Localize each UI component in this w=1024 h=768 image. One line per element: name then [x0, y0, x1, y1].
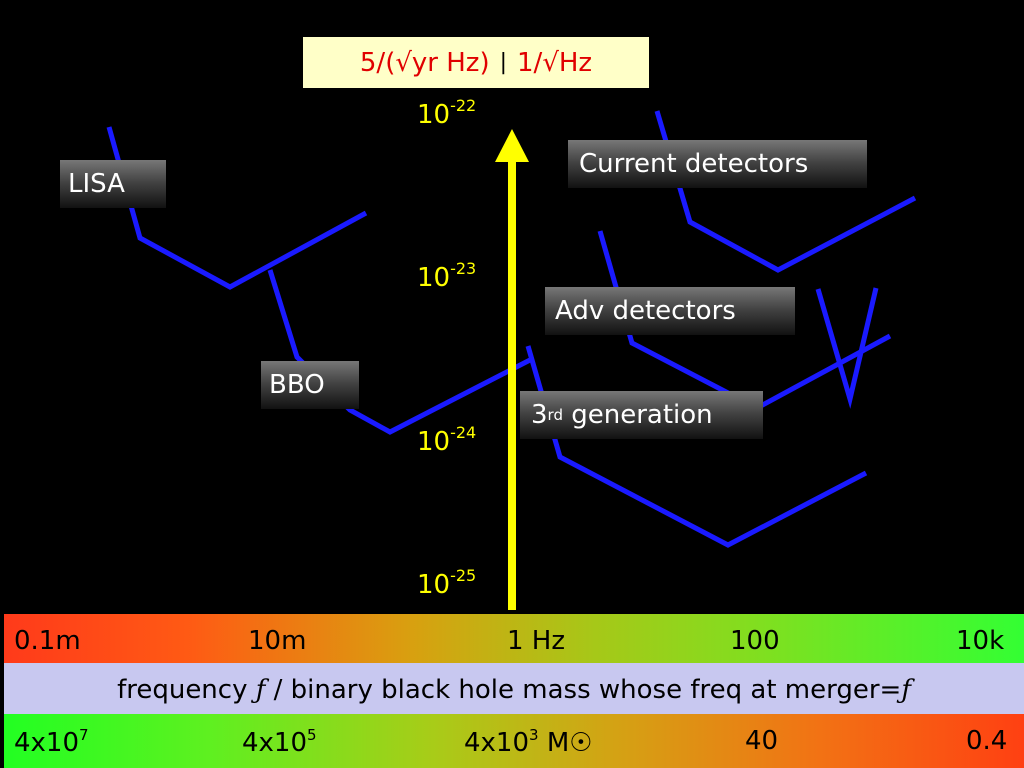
- mass-4e3-solar: 4x103 M☉: [464, 726, 593, 758]
- units-per-sqrt-year-hz: 5/(√yr Hz): [359, 47, 490, 78]
- units-box: 5/(√yr Hz) | 1/√Hz: [303, 37, 649, 88]
- mass-4e7: 4x107: [14, 726, 89, 758]
- freq-10m: 10m: [248, 626, 307, 656]
- current-detectors-label: Current detectors: [568, 140, 867, 188]
- freq-100: 100: [730, 626, 780, 656]
- frequency-mass-caption-band: frequency ƒ / binary black hole mass who…: [4, 663, 1024, 714]
- frequency-mass-caption: frequency ƒ / binary black hole mass who…: [117, 675, 911, 705]
- units-per-sqrt-hz: 1/√Hz: [517, 47, 593, 78]
- y-tick-1e-25: 10-25: [417, 566, 477, 600]
- freq-10k: 10k: [956, 626, 1005, 656]
- bbo-label: BBO: [261, 361, 359, 409]
- mass-0-4: 0.4: [966, 726, 1008, 756]
- freq-0-1m: 0.1m: [14, 626, 81, 656]
- frequency-band: 0.1m 10m 1 Hz 100 10k: [4, 614, 1024, 663]
- y-tick-1e-24: 10-24: [417, 423, 477, 457]
- freq-1hz: 1 Hz: [507, 626, 566, 656]
- units-separator: |: [499, 50, 508, 75]
- arrow-head-icon: [495, 129, 529, 162]
- mass-40: 40: [745, 726, 779, 756]
- v-shaped-curve: [815, 287, 879, 409]
- bbo-sensitivity-curve: [267, 269, 532, 435]
- current-detectors-curve: [654, 110, 917, 273]
- mass-4e5: 4x105: [242, 726, 317, 758]
- y-tick-1e-23: 10-23: [417, 259, 477, 293]
- y-tick-1e-22: 10-22: [417, 96, 477, 130]
- mass-band: 4x107 4x105 4x103 M☉ 40 0.4: [4, 714, 1024, 768]
- adv-detectors-label: Adv detectors: [545, 287, 795, 335]
- lisa-label: LISA: [60, 160, 166, 208]
